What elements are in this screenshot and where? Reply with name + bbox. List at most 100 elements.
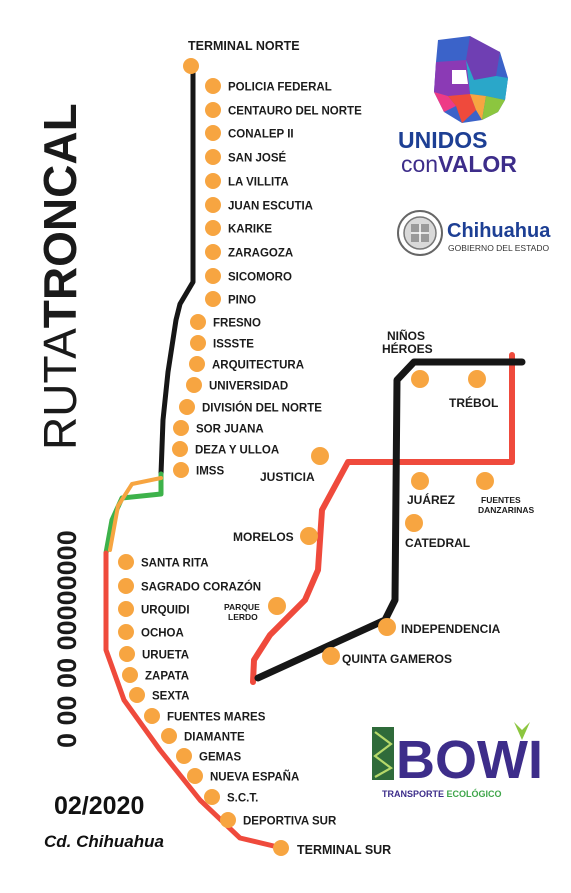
stop-dot: [205, 268, 221, 284]
stop-label: SICOMORO: [228, 272, 292, 284]
stop-dot: [161, 728, 177, 744]
stop-dot: [205, 197, 221, 213]
chihuahua-gobierno-logo: Chihuahua GOBIERNO DEL ESTADO: [397, 210, 551, 256]
bowi-name: BOWI: [396, 730, 543, 790]
stop-dot: [189, 356, 205, 372]
stop-dot: [144, 708, 160, 724]
route-title: RUTATRONCAL: [34, 103, 86, 450]
bowi-accent-icon: [514, 722, 530, 740]
stop-dot: [205, 244, 221, 260]
stop-dot: [173, 462, 189, 478]
stop-dot: [118, 601, 134, 617]
stop-ninos-heroes: [411, 370, 429, 388]
stop-label: OCHOA: [141, 628, 184, 640]
stop-dot: [205, 291, 221, 307]
stop-parque-label-2: LERDO: [228, 612, 258, 622]
date-label: 02/2020: [54, 792, 144, 820]
stop-independencia-label: INDEPENDENCIA: [401, 622, 501, 636]
stop-label: UNIVERSIDAD: [209, 381, 288, 393]
terminal-sur-dot: [273, 840, 289, 856]
stop-parque-lerdo: [268, 597, 286, 615]
south-line-red: [103, 550, 285, 851]
stop-trebol-label: TRÉBOL: [449, 395, 498, 410]
terminal-norte-label: TERMINAL NORTE: [188, 39, 300, 53]
stop-justicia-label: JUSTICIA: [260, 470, 315, 484]
stop-dot: [118, 554, 134, 570]
stop-label: SAGRADO CORAZÓN: [141, 581, 261, 594]
terminal-sur-label: TERMINAL SUR: [297, 843, 391, 857]
stop-dot: [179, 399, 195, 415]
svg-text:RUTATRONCAL: RUTATRONCAL: [34, 103, 86, 450]
chihuahua-map-icon: [434, 36, 508, 123]
stop-ninos-heroes-label: NIÑOS: [387, 328, 425, 343]
city-label: Cd. Chihuahua: [44, 832, 164, 851]
stop-independencia: [378, 618, 396, 636]
gobierno-label: GOBIERNO DEL ESTADO: [448, 243, 549, 253]
orange-connector: [108, 476, 163, 552]
route-title-bold: TRONCAL: [34, 103, 86, 328]
stop-label: S.C.T.: [227, 793, 258, 805]
stop-morelos: [300, 527, 318, 545]
stop-justicia: [311, 447, 329, 465]
stop-label: FUENTES MARES: [167, 712, 266, 724]
stop-label: ARQUITECTURA: [212, 360, 304, 372]
stop-dot: [205, 102, 221, 118]
stop-dot: [173, 420, 189, 436]
route-lines: [103, 63, 526, 851]
stop-dot: [176, 748, 192, 764]
stop-label: DIVISIÓN DEL NORTE: [202, 402, 322, 415]
stop-dot: [220, 812, 236, 828]
stop-dot: [190, 314, 206, 330]
stop-label: PINO: [228, 295, 256, 307]
stop-dot: [122, 667, 138, 683]
stop-quinta-gameros: [322, 647, 340, 665]
stop-catedral: [405, 514, 423, 532]
stop-label: SOR JUANA: [196, 424, 264, 436]
stop-dot: [129, 687, 145, 703]
state-seal-icon: [397, 210, 443, 256]
stop-dot: [118, 624, 134, 640]
stop-fuentes-label-2: DANZARINAS: [478, 505, 535, 515]
unidos-text: UNIDOS: [398, 127, 487, 153]
stop-label: JUAN ESCUTIA: [228, 201, 313, 213]
chihuahua-name: Chihuahua: [447, 220, 551, 242]
stop-label: CENTAURO DEL NORTE: [228, 106, 362, 118]
stop-label: DIAMANTE: [184, 732, 245, 744]
bowi-logo: BOWI TRANSPORTE ECOLÓGICO: [372, 722, 543, 799]
stop-juarez: [411, 472, 429, 490]
con-valor-text: conVALOR: [401, 151, 517, 177]
stop-dot: [205, 125, 221, 141]
stop-dot: [190, 335, 206, 351]
svg-text:0 00 00 00000000: 0 00 00 00000000: [52, 530, 82, 748]
stop-dot: [186, 377, 202, 393]
stop-quinta-label: QUINTA GAMEROS: [342, 652, 452, 666]
stop-label: ISSSTE: [213, 339, 254, 351]
stop-label: NUEVA ESPAÑA: [210, 771, 299, 784]
stop-dot: [205, 78, 221, 94]
bowi-subtitle: TRANSPORTE ECOLÓGICO: [382, 788, 502, 799]
stop-ninos-heroes-label-2: HÉROES: [382, 341, 433, 356]
stop-fuentes-danzarinas: [476, 472, 494, 490]
stop-label: GEMAS: [199, 752, 242, 764]
stop-morelos-label: MORELOS: [233, 530, 294, 544]
stop-dot: [187, 768, 203, 784]
stop-label: URUETA: [142, 650, 189, 662]
stop-parque-label: PARQUE: [224, 602, 260, 612]
stop-dot: [204, 789, 220, 805]
stop-label: POLICIA FEDERAL: [228, 82, 332, 94]
stop-dot: [119, 646, 135, 662]
stop-label: SANTA RITA: [141, 558, 209, 570]
stop-label: IMSS: [196, 466, 224, 478]
unidos-con-valor-logo: UNIDOS conVALOR: [398, 36, 517, 177]
loop-stops: NIÑOS HÉROES TRÉBOL JUSTICIA JUÁREZ FUEN…: [224, 328, 535, 666]
loop-red: [250, 352, 515, 685]
stop-label: DEPORTIVA SUR: [243, 816, 337, 828]
trunk-line-black: [158, 63, 196, 477]
stop-label: SEXTA: [152, 691, 190, 703]
stop-label: FRESNO: [213, 318, 261, 330]
stop-label: DEZA Y ULLOA: [195, 445, 279, 457]
stop-dot: [172, 441, 188, 457]
